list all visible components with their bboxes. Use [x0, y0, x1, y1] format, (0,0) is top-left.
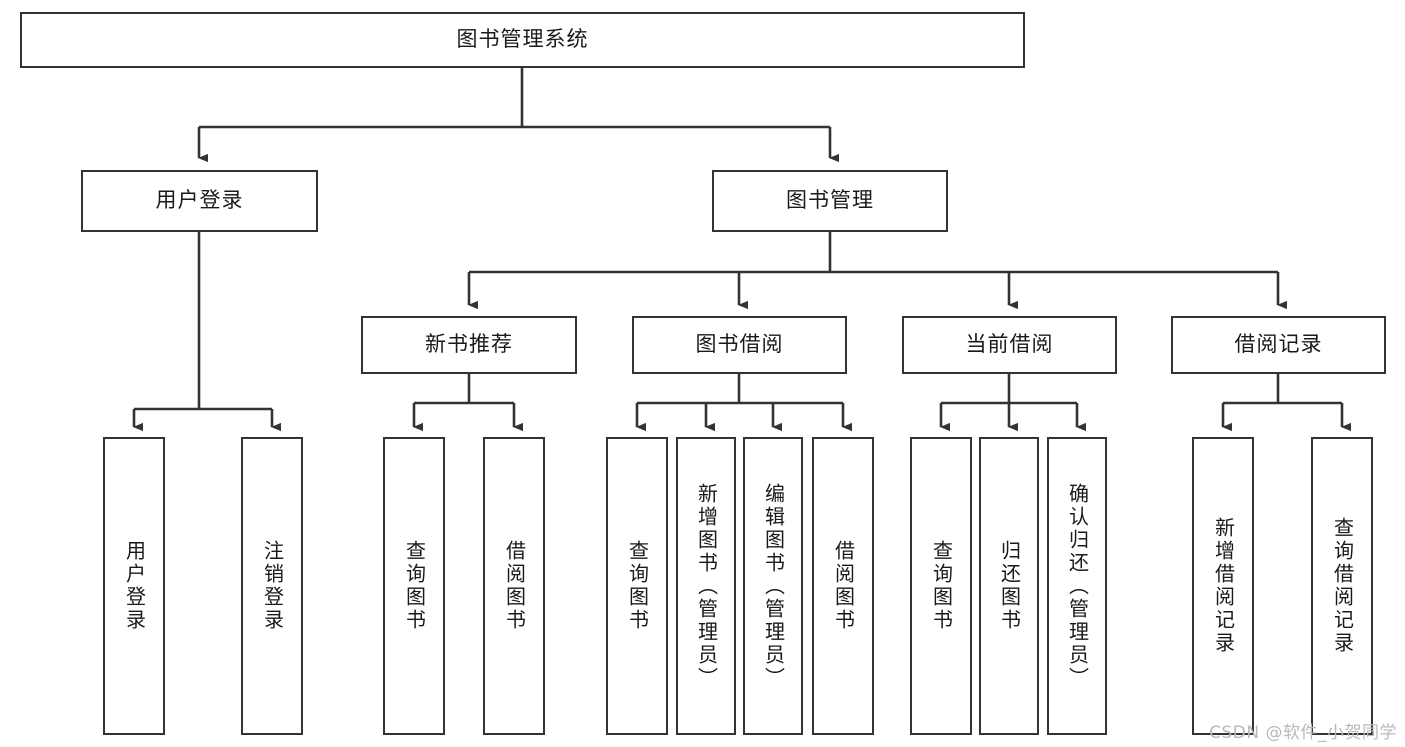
node-current-borrow[interactable]: 当前借阅	[902, 316, 1117, 374]
edge-book-borrow-to-leaves	[635, 374, 852, 432]
node-label: 用户登录	[155, 188, 244, 213]
leaf-borrow-book-borrow[interactable]: 借阅图书	[812, 437, 874, 735]
leaf-query-borrow-record[interactable]: 查询借阅记录	[1311, 437, 1373, 735]
leaf-return-book[interactable]: 归还图书	[979, 437, 1039, 735]
node-label: 借阅记录	[1234, 332, 1323, 357]
leaf-add-borrow-record[interactable]: 新增借阅记录	[1192, 437, 1254, 735]
node-borrow-record[interactable]: 借阅记录	[1171, 316, 1386, 374]
node-label: 图书管理系统	[456, 27, 589, 52]
node-label: 新书推荐	[425, 332, 513, 357]
node-label: 借阅图书	[502, 540, 527, 632]
leaf-query-book-current[interactable]: 查询图书	[910, 437, 972, 735]
node-label: 新增图书（管理员）	[694, 482, 719, 690]
edge-new-book-recommend-to-leaves	[412, 374, 523, 432]
node-label: 注销登录	[260, 540, 285, 632]
leaf-logout-login[interactable]: 注销登录	[241, 437, 303, 735]
csdn-watermark: CSDN @软件_小贺同学	[1209, 723, 1397, 743]
node-label: 查询图书	[402, 540, 427, 632]
node-label: 查询图书	[625, 540, 650, 632]
leaf-user-login[interactable]: 用户登录	[103, 437, 165, 735]
edge-current-borrow-to-leaves	[939, 374, 1086, 432]
edge-book-management-to-level3	[467, 232, 1287, 310]
edge-borrow-record-to-leaves	[1221, 374, 1351, 432]
node-label: 确认归还（管理员）	[1065, 482, 1090, 690]
node-root-book-management-system[interactable]: 图书管理系统	[20, 12, 1025, 68]
node-new-book-recommend[interactable]: 新书推荐	[361, 316, 577, 374]
node-book-management[interactable]: 图书管理	[712, 170, 948, 232]
node-label: 新增借阅记录	[1211, 517, 1236, 655]
node-label: 借阅图书	[831, 540, 856, 632]
leaf-confirm-return-admin[interactable]: 确认归还（管理员）	[1047, 437, 1107, 735]
node-label: 当前借阅	[965, 332, 1054, 357]
node-label: 查询借阅记录	[1330, 517, 1355, 655]
leaf-edit-book-admin[interactable]: 编辑图书（管理员）	[743, 437, 803, 735]
leaf-query-book-borrow[interactable]: 查询图书	[606, 437, 668, 735]
node-book-borrow[interactable]: 图书借阅	[632, 316, 847, 374]
node-label: 图书借阅	[695, 332, 784, 357]
node-label: 图书管理	[786, 188, 874, 213]
leaf-borrow-book-recommend[interactable]: 借阅图书	[483, 437, 545, 735]
edge-root-to-level2	[197, 68, 839, 163]
leaf-query-book-recommend[interactable]: 查询图书	[383, 437, 445, 735]
edge-user-login-to-leaves	[132, 232, 281, 432]
node-label: 归还图书	[997, 540, 1022, 632]
node-label: 用户登录	[122, 540, 147, 632]
leaf-add-book-admin[interactable]: 新增图书（管理员）	[676, 437, 736, 735]
node-label: 编辑图书（管理员）	[761, 482, 786, 690]
node-user-login[interactable]: 用户登录	[81, 170, 318, 232]
node-label: 查询图书	[929, 540, 954, 632]
